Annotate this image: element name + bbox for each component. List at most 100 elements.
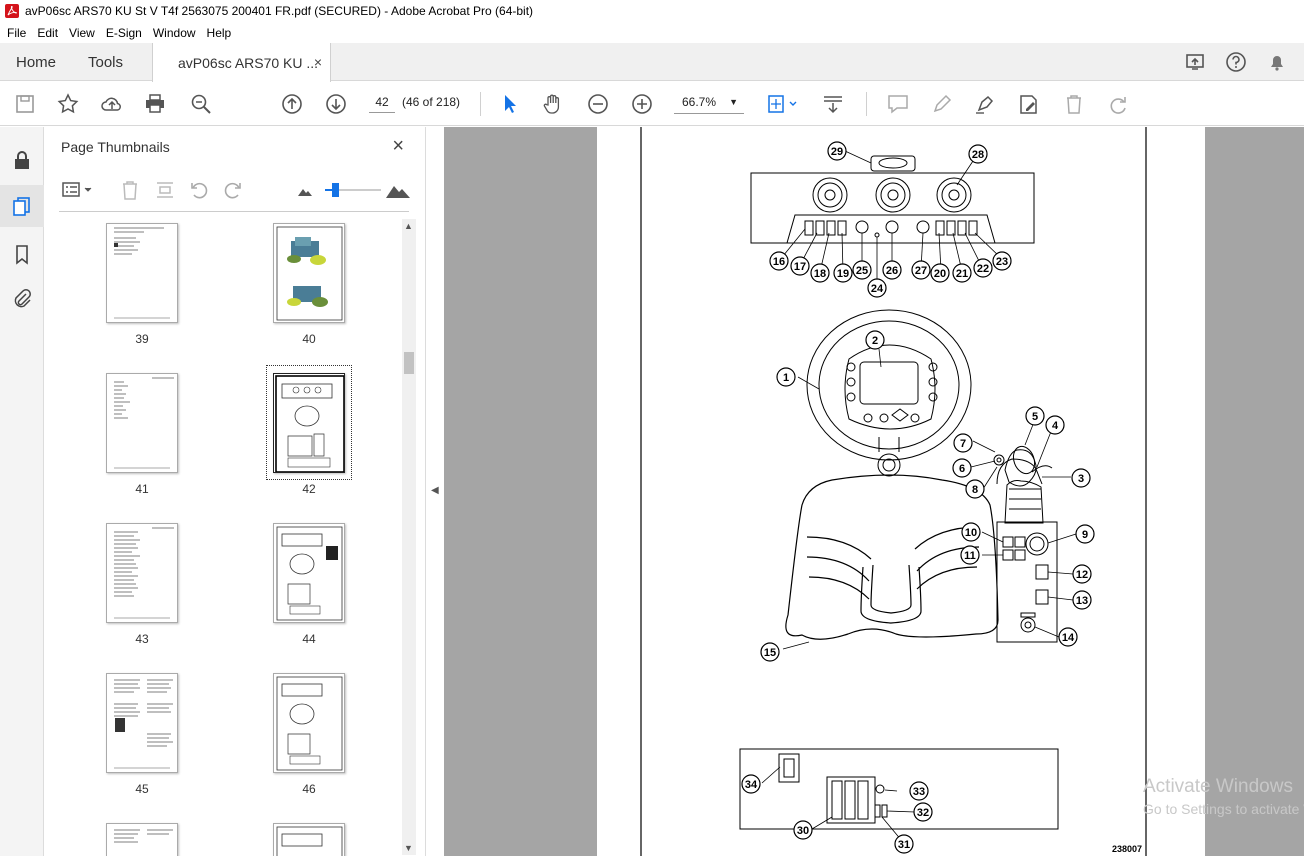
comment-icon[interactable] <box>886 92 910 116</box>
callout-circle <box>1025 406 1045 426</box>
callout-circle <box>810 263 830 283</box>
menu-window[interactable]: Window <box>152 25 196 40</box>
menu-esign[interactable]: E-Sign <box>105 25 142 40</box>
tab-close-icon[interactable]: × <box>313 54 322 70</box>
title-bar: avP06sc ARS70 KU St V T4f 2563075 200401… <box>0 0 1304 22</box>
menu-view[interactable]: View <box>69 25 95 40</box>
callout-number: 28 <box>972 149 984 161</box>
next-page-icon[interactable] <box>324 92 348 116</box>
thumbnail-label: 46 <box>302 782 316 796</box>
callout-circle <box>867 278 887 298</box>
panel-close-icon[interactable]: × <box>392 135 404 157</box>
thumbnail-label: 40 <box>302 332 316 346</box>
bookmark-star-icon[interactable] <box>56 92 80 116</box>
callout-circle <box>960 545 980 565</box>
callout-circle <box>909 781 929 801</box>
delete-pages-icon[interactable] <box>119 178 141 202</box>
callout-circle <box>833 263 853 283</box>
thumbnail-page-46[interactable] <box>273 673 345 773</box>
select-cursor-icon[interactable] <box>498 92 522 116</box>
zoom-in-icon[interactable] <box>630 92 654 116</box>
zoom-select[interactable]: 66.7% ▼ <box>674 91 744 114</box>
callout-circle <box>865 330 885 350</box>
scroll-down-icon[interactable]: ▼ <box>404 843 413 853</box>
redo-icon[interactable] <box>1106 92 1130 116</box>
callout-number: 22 <box>977 263 989 275</box>
panel-splitter[interactable]: ◀ <box>425 127 444 856</box>
callout-circle <box>827 141 847 161</box>
callout-circle <box>741 774 761 794</box>
menu-edit[interactable]: Edit <box>37 25 59 40</box>
bookmark-icon[interactable] <box>11 243 33 265</box>
delete-trash-icon[interactable] <box>1062 92 1086 116</box>
highlight-pen-icon[interactable] <box>930 92 954 116</box>
thumbnail-page-39[interactable] <box>106 223 178 323</box>
menu-help[interactable]: Help <box>206 25 232 40</box>
share-screen-icon[interactable] <box>1184 51 1206 73</box>
callout-number: 11 <box>964 550 976 562</box>
help-icon[interactable] <box>1225 51 1247 73</box>
tab-document[interactable]: avP06sc ARS70 KU ... × <box>152 43 331 82</box>
notifications-bell-icon[interactable] <box>1266 51 1288 73</box>
attachment-paperclip-icon[interactable] <box>11 288 33 310</box>
zoom-out-icon[interactable] <box>586 92 610 116</box>
rotate-clockwise-icon[interactable] <box>221 178 245 202</box>
edit-pdf-icon[interactable] <box>1017 92 1041 116</box>
callout-number: 19 <box>837 268 849 280</box>
extract-pages-icon[interactable] <box>154 178 176 202</box>
callout-number: 31 <box>898 839 910 851</box>
tab-document-label: avP06sc ARS70 KU ... <box>178 54 319 71</box>
fit-page-icon[interactable] <box>766 92 800 116</box>
scroll-mode-icon[interactable] <box>821 92 845 116</box>
callout-number: 18 <box>814 268 826 280</box>
callout-number: 3 <box>1078 473 1084 485</box>
hand-tool-icon[interactable] <box>541 92 565 116</box>
scroll-up-icon[interactable]: ▲ <box>404 221 413 231</box>
left-navigation-rail <box>0 127 44 856</box>
chevron-down-icon: ▼ <box>729 97 738 107</box>
thumbnail-page-44[interactable] <box>273 523 345 623</box>
thumbnail-page-43[interactable] <box>106 523 178 623</box>
thumbnail-page-40[interactable] <box>273 223 345 323</box>
callout-circle <box>769 251 789 271</box>
thumbnail-page-47[interactable] <box>106 823 178 856</box>
callout-number: 10 <box>965 527 977 539</box>
mountain-large-icon[interactable] <box>385 181 411 199</box>
save-icon[interactable] <box>13 92 37 116</box>
thumbnail-scrollbar[interactable]: ▲ ▼ <box>402 219 416 855</box>
callout-circle <box>760 642 780 662</box>
tab-tools[interactable]: Tools <box>88 53 124 71</box>
callout-number: 7 <box>960 438 966 450</box>
page-thumbnails-icon[interactable] <box>11 195 33 217</box>
collapse-panel-icon[interactable]: ◀ <box>431 485 439 496</box>
print-icon[interactable] <box>143 92 167 116</box>
menu-bar: File Edit View E-Sign Window Help <box>0 22 1304 43</box>
thumbnail-page-42[interactable] <box>273 373 345 473</box>
sign-pen-icon[interactable] <box>973 92 997 116</box>
thumbnail-size-slider[interactable] <box>323 180 383 200</box>
options-menu-icon[interactable] <box>61 179 95 201</box>
rotate-counterclockwise-icon[interactable] <box>187 178 211 202</box>
callout-number: 13 <box>1076 595 1088 607</box>
thumbnail-page-41[interactable] <box>106 373 178 473</box>
callout-circle <box>1072 590 1092 610</box>
callout-number: 12 <box>1076 569 1088 581</box>
thumbnail-page-48[interactable] <box>273 823 345 856</box>
lock-icon[interactable] <box>11 149 33 171</box>
previous-page-icon[interactable] <box>280 92 304 116</box>
scrollbar-thumb[interactable] <box>404 352 414 374</box>
callout-number: 9 <box>1082 529 1088 541</box>
activate-windows-watermark: Activate Windows <box>1143 776 1293 797</box>
mountain-small-icon[interactable] <box>297 185 313 197</box>
upload-cloud-icon[interactable] <box>100 92 124 116</box>
thumbnail-label: 39 <box>135 332 149 346</box>
zoom-search-icon[interactable] <box>189 92 213 116</box>
menu-file[interactable]: File <box>7 25 27 40</box>
tab-home[interactable]: Home <box>16 53 57 71</box>
figure-code: 238007 <box>1112 844 1143 854</box>
page-number-input[interactable]: 42 <box>369 91 395 113</box>
thumbnail-page-45[interactable] <box>106 673 178 773</box>
callout-number: 24 <box>871 283 884 295</box>
